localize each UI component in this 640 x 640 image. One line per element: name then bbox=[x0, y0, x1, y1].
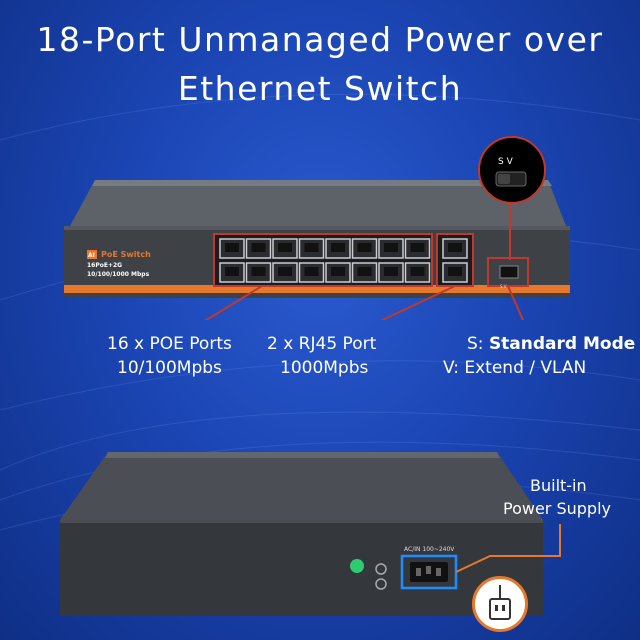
rj45-leader-line bbox=[379, 285, 456, 320]
poe-port-socket bbox=[357, 243, 372, 252]
mode-s-text: Standard Mode bbox=[488, 334, 636, 354]
power-plug-circle bbox=[472, 576, 528, 632]
power-leader-line bbox=[455, 524, 561, 573]
switch-leader-line bbox=[507, 285, 525, 320]
switch-zoom-circle: S V bbox=[478, 136, 546, 204]
poe-port-socket bbox=[410, 243, 425, 252]
poe-port-socket bbox=[251, 267, 266, 276]
mode-s-prefix: S: bbox=[467, 334, 489, 354]
switch-letters: S V bbox=[500, 284, 507, 289]
poe-port-socket bbox=[384, 243, 398, 252]
poe-port-socket bbox=[304, 267, 319, 276]
poe-port-socket bbox=[278, 267, 292, 276]
poe-port-socket bbox=[357, 267, 372, 276]
poe-ports-label-line2: 10/100Mpbs bbox=[117, 358, 222, 378]
ground-screw-icon bbox=[375, 563, 387, 575]
uplink-port-socket bbox=[448, 267, 462, 276]
page-title-line2: Ethernet Switch bbox=[177, 69, 463, 108]
uplink-port-socket bbox=[448, 243, 462, 252]
poe-port-socket bbox=[251, 243, 266, 252]
orange-accent-strip bbox=[64, 285, 570, 293]
mode-s-label: S: Standard Mode bbox=[467, 332, 635, 356]
model-text: 16PoE+2G bbox=[87, 262, 122, 269]
poe-port-socket bbox=[384, 267, 398, 276]
brand-badge: AI bbox=[88, 252, 95, 259]
rj45-label-line2: 1000Mpbs bbox=[280, 358, 369, 378]
poe-port-socket bbox=[225, 267, 239, 276]
brand-name: PoE Switch bbox=[101, 250, 151, 259]
ground-label-icon bbox=[350, 559, 364, 573]
poe-port-socket bbox=[304, 243, 319, 252]
mode-v-label: V: Extend / VLAN bbox=[443, 358, 587, 378]
brand-badge-bg bbox=[87, 250, 97, 259]
poe-leader-line bbox=[204, 285, 263, 320]
page-title-line1: 18-Port Unmanaged Power over bbox=[36, 20, 604, 59]
switch-front: S V AI PoE Switch 16PoE+2G 10/100/1000 M… bbox=[64, 180, 570, 320]
rj45-label-line1: 2 x RJ45 Port bbox=[267, 334, 377, 354]
power-label-line2: Power Supply bbox=[503, 499, 611, 518]
power-label-line1: Built-in bbox=[530, 476, 587, 495]
poe-ports-label-line1: 16 x POE Ports bbox=[107, 334, 232, 354]
ac-in-label: AC/IN 100~240V bbox=[404, 546, 455, 553]
poe-port-socket bbox=[225, 243, 239, 252]
zoom-switch-letters: S V bbox=[498, 157, 514, 167]
poe-port-socket bbox=[331, 267, 345, 276]
poe-port-socket bbox=[410, 267, 425, 276]
mode-switch bbox=[499, 265, 519, 279]
poe-ports bbox=[219, 238, 431, 283]
poe-port-socket bbox=[331, 243, 345, 252]
uplink-ports bbox=[442, 238, 468, 283]
earth-icon bbox=[375, 578, 387, 590]
speed-text: 10/100/1000 Mbps bbox=[87, 271, 150, 278]
poe-port-socket bbox=[278, 243, 292, 252]
